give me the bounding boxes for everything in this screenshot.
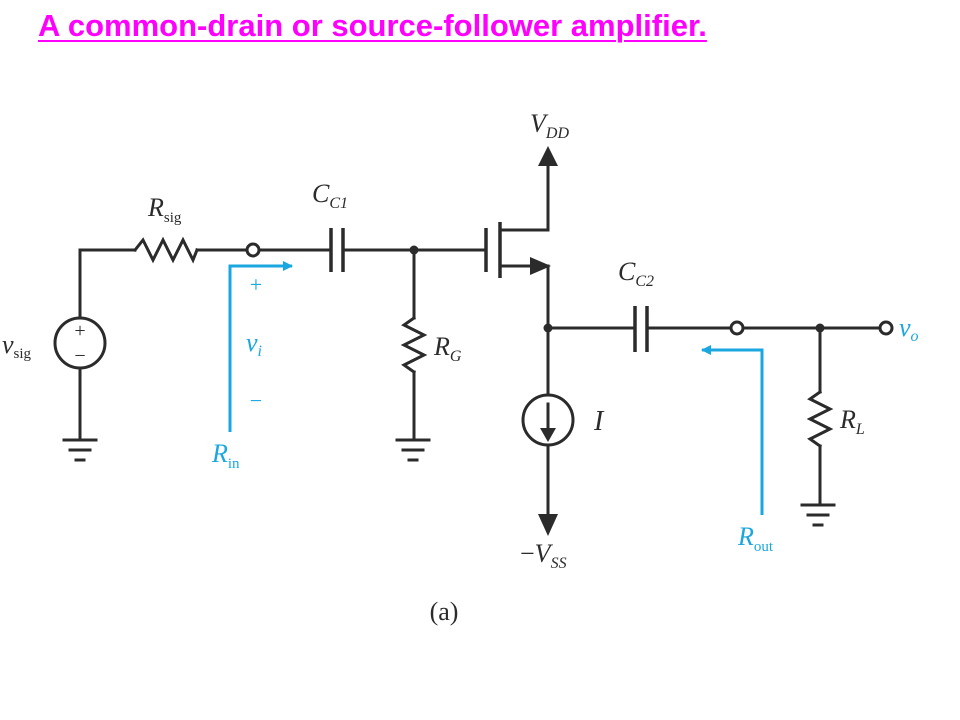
- figure-caption: (a): [430, 597, 459, 626]
- input-terminal: [245, 242, 261, 258]
- source-plus-sign: +: [74, 320, 85, 342]
- cc2-label: CC2: [618, 257, 654, 290]
- rout-annotation: [701, 345, 764, 515]
- rsig-resistor: [132, 236, 199, 264]
- output-coupling-terminal: [729, 320, 745, 336]
- vss-arrow-icon: [538, 514, 558, 536]
- rin-annotation: [228, 261, 293, 432]
- rg-resistor: [400, 315, 428, 375]
- cc2-capacitor: [633, 306, 649, 352]
- slide-title: A common-drain or source-follower amplif…: [38, 8, 707, 43]
- rin-label: Rin: [211, 439, 240, 472]
- vsig-label: vsig: [2, 330, 32, 362]
- rg-label: RG: [433, 332, 462, 365]
- rl-label: RL: [839, 405, 865, 438]
- signal-source: + −: [53, 248, 107, 442]
- cc1-capacitor: [329, 228, 345, 272]
- ground-icon: [395, 438, 431, 462]
- mosfet-transistor: [484, 153, 551, 397]
- vdd-arrow-icon: [538, 146, 558, 166]
- ground-icon: [62, 438, 98, 462]
- cc1-label: CC1: [312, 179, 348, 212]
- current-label: I: [593, 406, 605, 437]
- vi-plus-sign: +: [250, 272, 262, 297]
- vo-terminal: [878, 320, 894, 336]
- rout-label: Rout: [737, 522, 774, 555]
- rsig-label: Rsig: [147, 193, 182, 226]
- rl-resistor: [806, 389, 834, 449]
- vo-label: vo: [899, 313, 919, 345]
- ground-icon: [800, 503, 836, 527]
- source-minus-sign: −: [74, 345, 85, 367]
- current-source: [521, 393, 575, 447]
- vi-label: vi: [246, 328, 262, 360]
- vdd-label: VDD: [530, 109, 569, 142]
- vss-label: −VSS: [520, 539, 567, 572]
- vi-minus-sign: −: [250, 388, 262, 413]
